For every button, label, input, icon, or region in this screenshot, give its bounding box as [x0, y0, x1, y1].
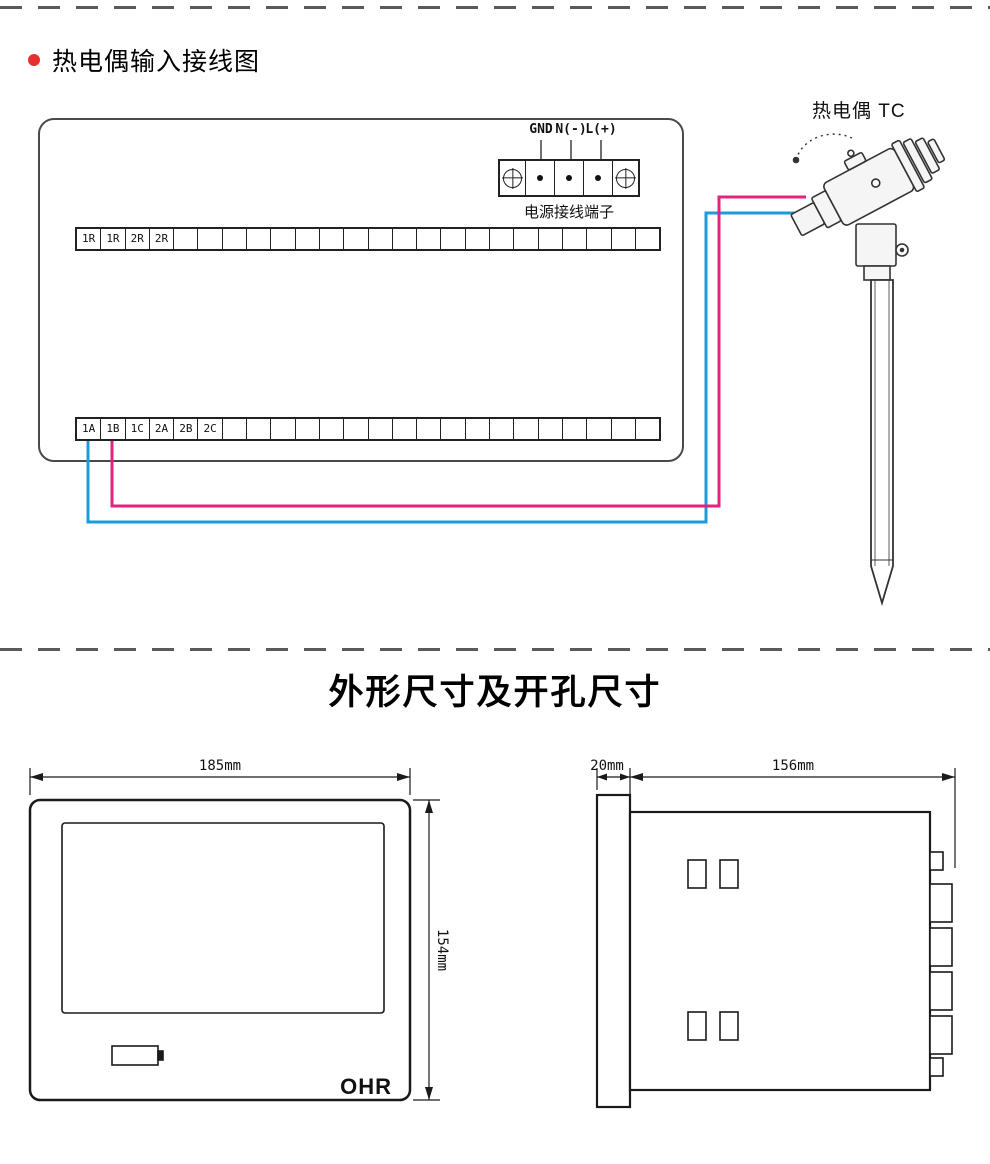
front-height-dimension — [413, 799, 440, 1101]
terminal-cell: 1R — [77, 229, 102, 249]
thermocouple-chain — [795, 133, 853, 161]
power-label-live: L(+) — [585, 122, 617, 137]
terminal-cell — [587, 229, 612, 249]
terminal-cell — [417, 229, 442, 249]
screw-icon — [503, 168, 522, 188]
terminal-cell — [369, 419, 393, 439]
terminal-cell — [636, 419, 659, 439]
wire-blue — [86, 211, 802, 524]
terminal-cell — [296, 419, 320, 439]
terminal-cell — [441, 229, 466, 249]
terminal-cell — [563, 419, 588, 439]
side-flange-dim-label: 20mm — [590, 758, 624, 774]
terminal-cell: 2B — [174, 419, 199, 439]
red-bullet-icon — [28, 54, 40, 66]
terminal-gnd — [526, 161, 554, 195]
terminal-cell — [514, 419, 539, 439]
side-view-drawing: 20mm 156mm — [590, 758, 956, 1109]
front-height-dim-label: 154mm — [434, 929, 450, 971]
side-depth-dimension — [630, 768, 956, 868]
side-flange-dimension — [596, 768, 631, 807]
dashed-divider — [0, 648, 990, 651]
side-body — [628, 810, 932, 1092]
terminal-cell — [393, 419, 418, 439]
terminal-cell — [344, 229, 369, 249]
terminal-cell — [393, 229, 418, 249]
terminal-n — [554, 161, 583, 195]
terminal-cell — [247, 419, 272, 439]
terminal-cell — [612, 229, 636, 249]
terminal-cell — [636, 229, 659, 249]
front-screen — [61, 822, 385, 1014]
terminal-cell: 1R — [101, 229, 126, 249]
terminal-cell: 2R — [126, 229, 150, 249]
front-outer-case — [28, 798, 412, 1102]
screw-icon — [616, 168, 635, 188]
thermocouple-head — [790, 137, 946, 237]
terminal-cell — [514, 229, 539, 249]
terminal-dot — [537, 175, 543, 181]
terminal-cell — [539, 229, 563, 249]
section1-title: 热电偶输入接线图 — [52, 48, 261, 76]
front-width-dimension — [29, 768, 411, 795]
terminal-cell: 2C — [198, 419, 223, 439]
terminal-cell — [490, 419, 515, 439]
terminal-cell — [417, 419, 442, 439]
terminal-cell — [174, 229, 199, 249]
power-label-neutral: N(-) — [555, 122, 587, 137]
terminal-dot — [595, 175, 601, 181]
terminal-cell — [369, 229, 393, 249]
terminal-cell — [490, 229, 515, 249]
terminal-dot — [566, 175, 572, 181]
wire-pink — [110, 195, 806, 508]
side-depth-dim-label: 156mm — [772, 758, 814, 774]
section2-title: 外形尺寸及开孔尺寸 — [328, 673, 662, 712]
terminal-cell: 1C — [126, 419, 150, 439]
terminal-cell: 2R — [150, 229, 175, 249]
terminal-cell — [223, 229, 248, 249]
terminal-cell — [223, 419, 248, 439]
terminal-cell — [466, 229, 491, 249]
thermocouple-graphic — [790, 133, 946, 607]
terminal-cell: 1A — [77, 419, 102, 439]
thermocouple-probe — [870, 279, 894, 607]
power-label-gnd: GND — [529, 122, 553, 137]
side-vent-holes — [687, 859, 739, 1041]
dashed-border-top — [0, 6, 990, 9]
brand-logo: OHR — [340, 1074, 392, 1099]
battery-icon — [111, 1045, 164, 1066]
terminal-cell — [466, 419, 491, 439]
terminal-cell — [320, 229, 345, 249]
terminal-cell — [271, 419, 296, 439]
terminal-cell — [296, 229, 320, 249]
terminal-cell — [441, 419, 466, 439]
terminal-cell — [271, 229, 296, 249]
power-terminal-caption: 电源接线端子 — [523, 204, 614, 221]
terminal-cell: 1B — [101, 419, 126, 439]
power-terminal-block — [498, 159, 640, 197]
terminal-l — [583, 161, 612, 195]
terminal-cell: 2A — [150, 419, 175, 439]
terminal-cell — [612, 419, 636, 439]
front-view-drawing: OHR 185mm 154mm — [28, 758, 450, 1102]
terminal-cell — [198, 229, 223, 249]
terminal-cell — [320, 419, 345, 439]
thermocouple-union-block — [855, 223, 897, 267]
terminal-cell — [587, 419, 612, 439]
front-width-dim-label: 185mm — [199, 758, 241, 774]
side-terminal-blocks — [929, 851, 953, 1077]
dimension-drawings: OHR 185mm 154mm — [28, 758, 956, 1109]
power-terminal-cells — [525, 161, 613, 195]
terminal-cell — [563, 229, 588, 249]
wiring-diagram-graphics — [86, 133, 946, 607]
thermocouple-label: 热电偶 TC — [812, 101, 906, 122]
terminal-cell — [344, 419, 369, 439]
side-front-bezel — [595, 793, 632, 1109]
terminal-cell — [539, 419, 563, 439]
terminal-cell — [247, 229, 272, 249]
